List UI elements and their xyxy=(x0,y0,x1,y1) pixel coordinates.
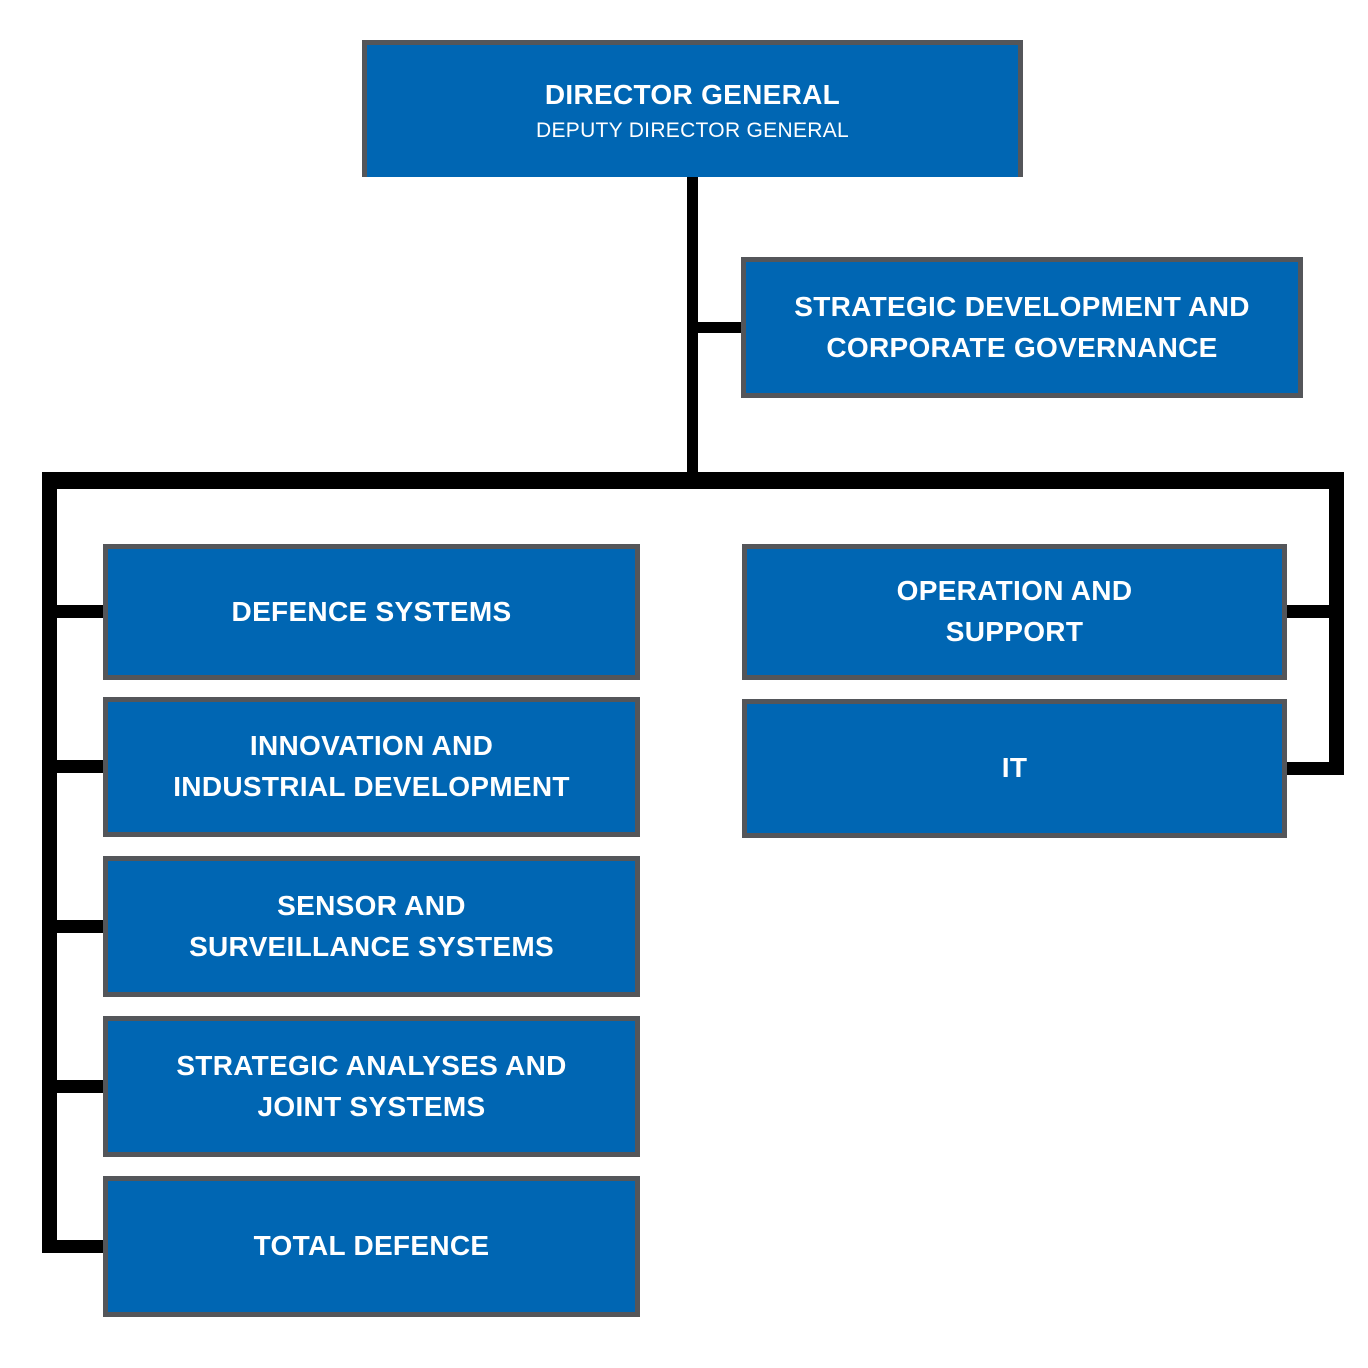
connector-stub-total-defence xyxy=(42,1240,103,1253)
connector-stub-defence-systems xyxy=(42,605,103,618)
org-box-label: OPERATION AND SUPPORT xyxy=(896,575,1133,647)
connector-staff-branch xyxy=(687,322,741,333)
connector-stub-it xyxy=(1287,762,1344,775)
org-box-director-general: DIRECTOR GENERAL DEPUTY DIRECTOR GENERAL xyxy=(362,40,1023,177)
org-box-operation-support: OPERATION AND SUPPORT xyxy=(742,544,1287,680)
connector-stub-strategic-analyses xyxy=(42,1080,103,1093)
connector-right-rail xyxy=(1329,472,1344,775)
org-box-strategic-development: STRATEGIC DEVELOPMENT AND CORPORATE GOVE… xyxy=(741,257,1303,398)
connector-left-rail xyxy=(42,472,57,1253)
org-box-label: DEFENCE SYSTEMS xyxy=(231,595,512,627)
connector-stub-sensor xyxy=(42,920,103,933)
deputy-director-general-label: DEPUTY DIRECTOR GENERAL xyxy=(535,119,850,143)
connector-stub-operation-support xyxy=(1287,605,1344,618)
connector-main-bar xyxy=(42,472,1344,489)
org-box-label: TOTAL DEFENCE xyxy=(253,1230,490,1262)
connector-stub-innovation xyxy=(42,760,103,773)
org-box-label: INNOVATION AND INDUSTRIAL DEVELOPMENT xyxy=(173,730,570,802)
org-box-it: IT xyxy=(742,699,1287,838)
org-box-label: STRATEGIC ANALYSES AND JOINT SYSTEMS xyxy=(176,1049,567,1122)
org-box-label: STRATEGIC DEVELOPMENT AND CORPORATE GOVE… xyxy=(794,290,1250,363)
org-box-sensor-surveillance-systems: SENSOR AND SURVEILLANCE SYSTEMS xyxy=(103,856,640,997)
org-box-label: SENSOR AND SURVEILLANCE SYSTEMS xyxy=(189,889,554,962)
org-box-innovation-industrial-development: INNOVATION AND INDUSTRIAL DEVELOPMENT xyxy=(103,697,640,837)
org-box-label: IT xyxy=(1001,752,1028,784)
director-general-title: DIRECTOR GENERAL xyxy=(544,78,841,110)
org-box-total-defence: TOTAL DEFENCE xyxy=(103,1176,640,1317)
org-box-strategic-analyses-joint-systems: STRATEGIC ANALYSES AND JOINT SYSTEMS xyxy=(103,1016,640,1157)
org-box-defence-systems: DEFENCE SYSTEMS xyxy=(103,544,640,680)
